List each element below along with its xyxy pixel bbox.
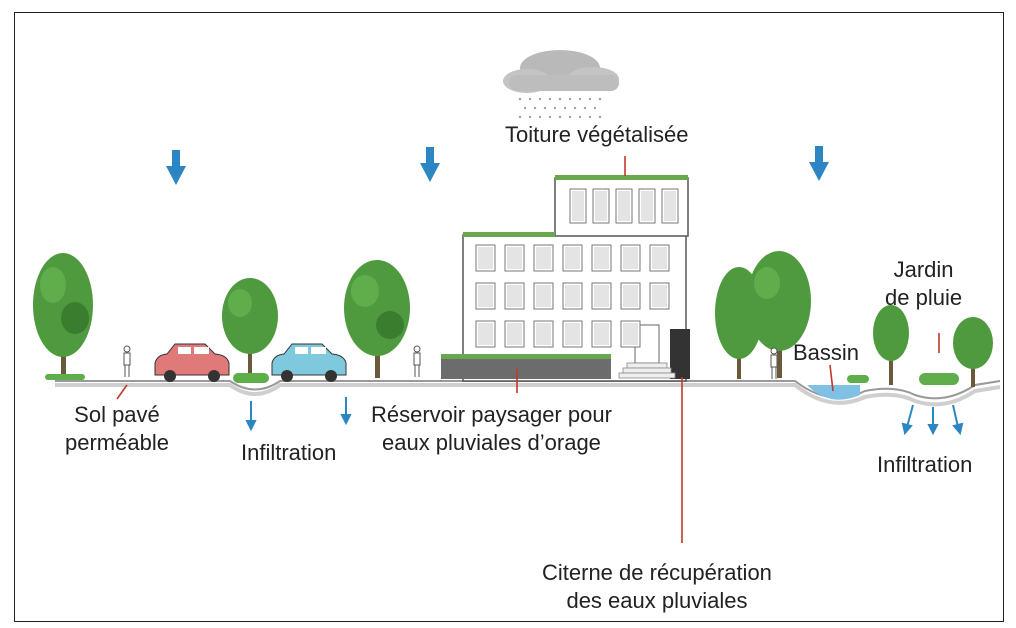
rain-arrow-icon xyxy=(420,147,440,182)
ground-surface xyxy=(55,383,1001,407)
infiltration-arrow-icon xyxy=(245,397,964,436)
tree-icon xyxy=(33,253,93,378)
window-pane xyxy=(478,247,493,269)
window-pane xyxy=(594,247,609,269)
green-roof-lower xyxy=(463,232,555,237)
person-icon xyxy=(413,345,421,377)
grass-icon xyxy=(45,373,959,385)
diagram-frame: Toiture végétalisée Sol pavé perméable I… xyxy=(14,12,1004,622)
tree-icon xyxy=(344,260,410,378)
car-icon xyxy=(154,343,230,382)
reservoir-planter xyxy=(441,357,611,379)
cistern-tank xyxy=(670,329,690,379)
rain-garden-label: Jardin de pluie xyxy=(885,256,962,312)
rain-drops xyxy=(518,97,602,119)
window-pane xyxy=(595,191,607,221)
tree-icon xyxy=(873,305,909,385)
window-pane xyxy=(594,323,609,345)
window-pane xyxy=(594,285,609,307)
cistern-line2: des eaux pluviales xyxy=(566,588,748,613)
window-pane xyxy=(572,191,584,221)
infiltration-right-label: Infiltration xyxy=(877,452,973,477)
window-pane xyxy=(536,323,551,345)
person-icon xyxy=(123,345,131,377)
window-pane xyxy=(565,285,580,307)
person-icon xyxy=(770,347,778,379)
rain-arrow-icon xyxy=(809,146,829,181)
window-pane xyxy=(618,191,630,221)
tree-icon xyxy=(953,317,993,387)
permeable-paving-label: Sol pavé perméable xyxy=(65,401,169,457)
basin-water xyxy=(807,385,860,400)
window-pane xyxy=(536,247,551,269)
ground-line xyxy=(55,380,1001,400)
reservoir-label: Réservoir paysager pour eaux pluviales d… xyxy=(371,401,612,457)
infiltration-left-label: Infiltration xyxy=(241,440,337,465)
window-pane xyxy=(507,247,522,269)
cistern-label: Citerne de récupération des eaux pluvial… xyxy=(542,559,772,615)
car-icon xyxy=(271,343,347,382)
rain-garden-line1: Jardin xyxy=(893,257,954,282)
permeable-paving-line1: Sol pavé xyxy=(74,402,160,427)
cloud-icon xyxy=(503,50,619,93)
window-pane xyxy=(478,323,493,345)
green-roof-top xyxy=(555,175,688,180)
tree-icon xyxy=(222,278,278,376)
window-pane xyxy=(623,247,638,269)
rain-arrow-icon xyxy=(166,150,186,185)
reservoir-line1: Réservoir paysager pour xyxy=(371,402,612,427)
reservoir-line2: eaux pluviales d’orage xyxy=(381,430,601,455)
window-pane xyxy=(536,285,551,307)
green-roof-label: Toiture végétalisée xyxy=(505,122,689,147)
urban-stormwater-illustration xyxy=(33,50,1001,543)
window-pane xyxy=(565,247,580,269)
window-pane xyxy=(652,285,667,307)
tree-icon xyxy=(747,251,811,378)
rain-garden-line2: de pluie xyxy=(885,285,963,310)
window-pane xyxy=(641,191,653,221)
window-pane xyxy=(623,285,638,307)
label-pointers xyxy=(116,156,940,543)
basin-label: Bassin xyxy=(793,340,860,365)
window-pane xyxy=(507,323,522,345)
window-pane xyxy=(507,285,522,307)
window-pane xyxy=(623,323,638,345)
window-pane xyxy=(565,323,580,345)
permeable-paving-line2: perméable xyxy=(65,430,169,455)
window-pane xyxy=(664,191,676,221)
window-pane xyxy=(478,285,493,307)
building-windows xyxy=(475,188,679,348)
cistern-line1: Citerne de récupération xyxy=(542,560,772,585)
window-pane xyxy=(652,247,667,269)
